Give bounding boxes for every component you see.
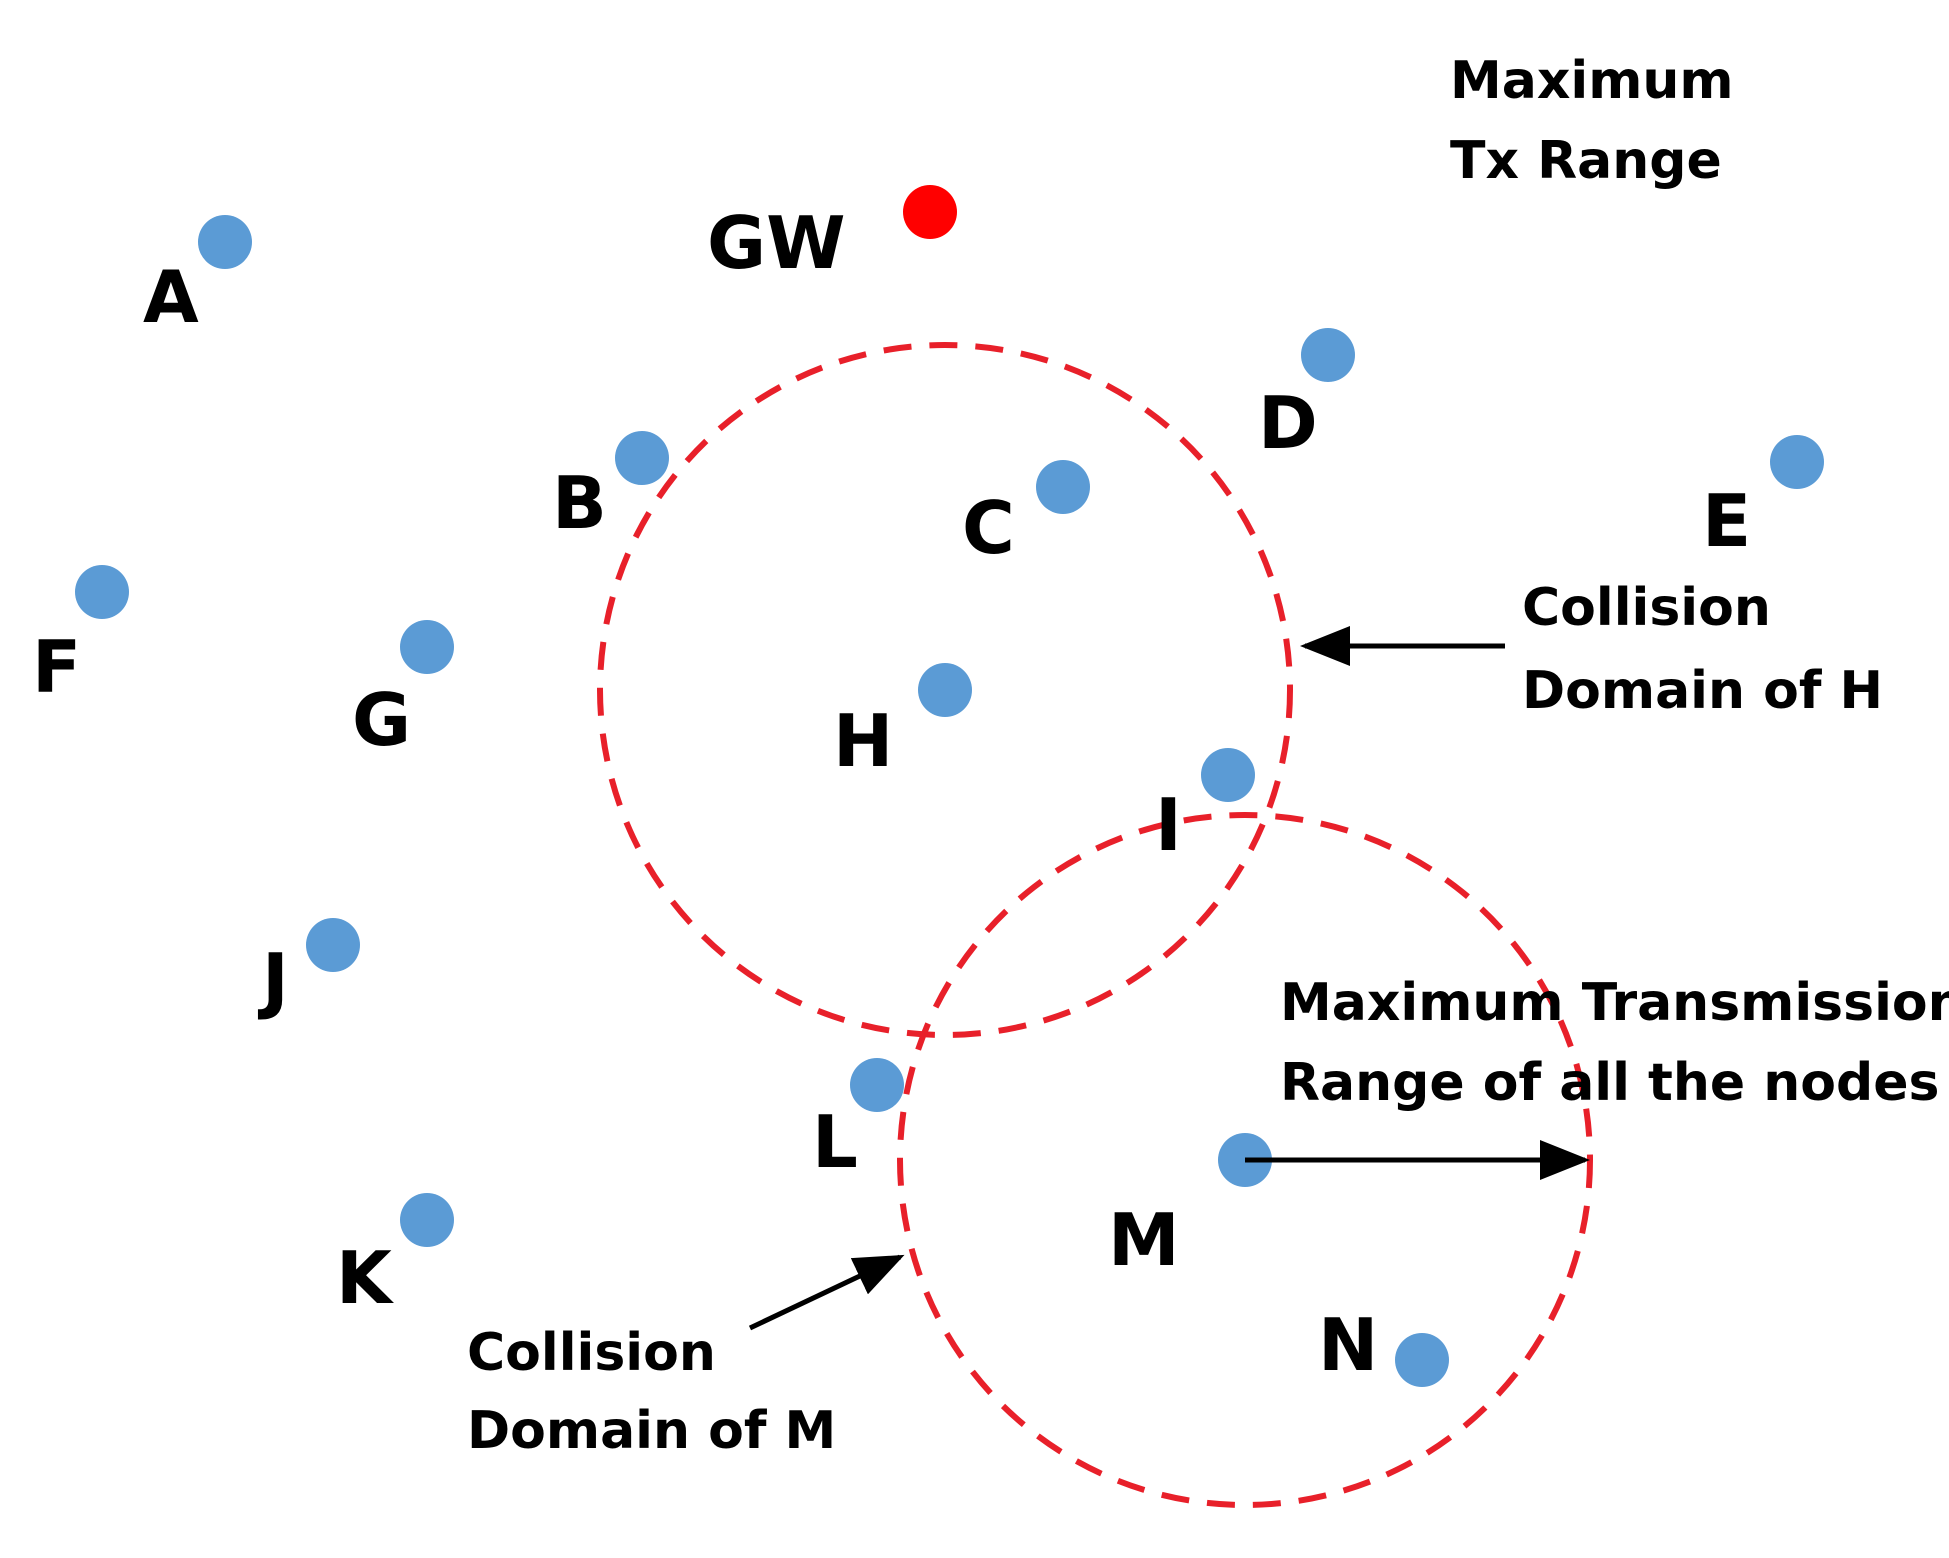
- collision-domain-m-circle: [897, 812, 1593, 1508]
- max-transmission-line1: Maximum Transmission: [1280, 973, 1949, 1033]
- node-a-label: A: [143, 255, 199, 339]
- node-g-label: G: [352, 678, 411, 762]
- node-f-label: F: [32, 625, 81, 709]
- node-h-dot: [918, 663, 972, 717]
- node-n-label: N: [1318, 1303, 1378, 1387]
- node-c-label: C: [962, 486, 1015, 570]
- node-gw-dot: [903, 185, 957, 239]
- node-j-label: J: [257, 938, 289, 1022]
- node-i-dot: [1201, 748, 1255, 802]
- node-k-label: K: [336, 1236, 394, 1320]
- node-d-label: D: [1258, 381, 1318, 465]
- node-gw-label: GW: [707, 201, 846, 285]
- node-l-dot: [850, 1058, 904, 1112]
- max-transmission-line2: Range of all the nodes: [1280, 1053, 1939, 1113]
- node-k-dot: [400, 1193, 454, 1247]
- node-l-label: L: [812, 1100, 858, 1184]
- node-f-dot: [75, 565, 129, 619]
- node-h-label: H: [833, 699, 893, 783]
- collision-domain-h-circle: [597, 342, 1293, 1038]
- max-tx-range-line2: Tx Range: [1450, 131, 1722, 191]
- node-m-label: M: [1108, 1198, 1180, 1282]
- collision-h-line1: Collision: [1522, 578, 1771, 638]
- node-g-dot: [400, 620, 454, 674]
- node-i-label: I: [1155, 783, 1182, 867]
- node-b-dot: [615, 431, 669, 485]
- node-d-dot: [1301, 328, 1355, 382]
- collision-m-line1: Collision: [467, 1323, 716, 1383]
- node-e-dot: [1770, 435, 1824, 489]
- node-b-label: B: [552, 461, 607, 545]
- node-e-label: E: [1702, 479, 1751, 563]
- node-a-dot: [198, 215, 252, 269]
- node-n-dot: [1395, 1333, 1449, 1387]
- collision-m-line2: Domain of M: [467, 1401, 836, 1461]
- node-j-dot: [306, 918, 360, 972]
- max-tx-range-line1: Maximum: [1450, 51, 1734, 111]
- collision-h-line2: Domain of H: [1522, 661, 1883, 721]
- collision-m-arrow: [748, 1254, 905, 1331]
- node-c-dot: [1036, 460, 1090, 514]
